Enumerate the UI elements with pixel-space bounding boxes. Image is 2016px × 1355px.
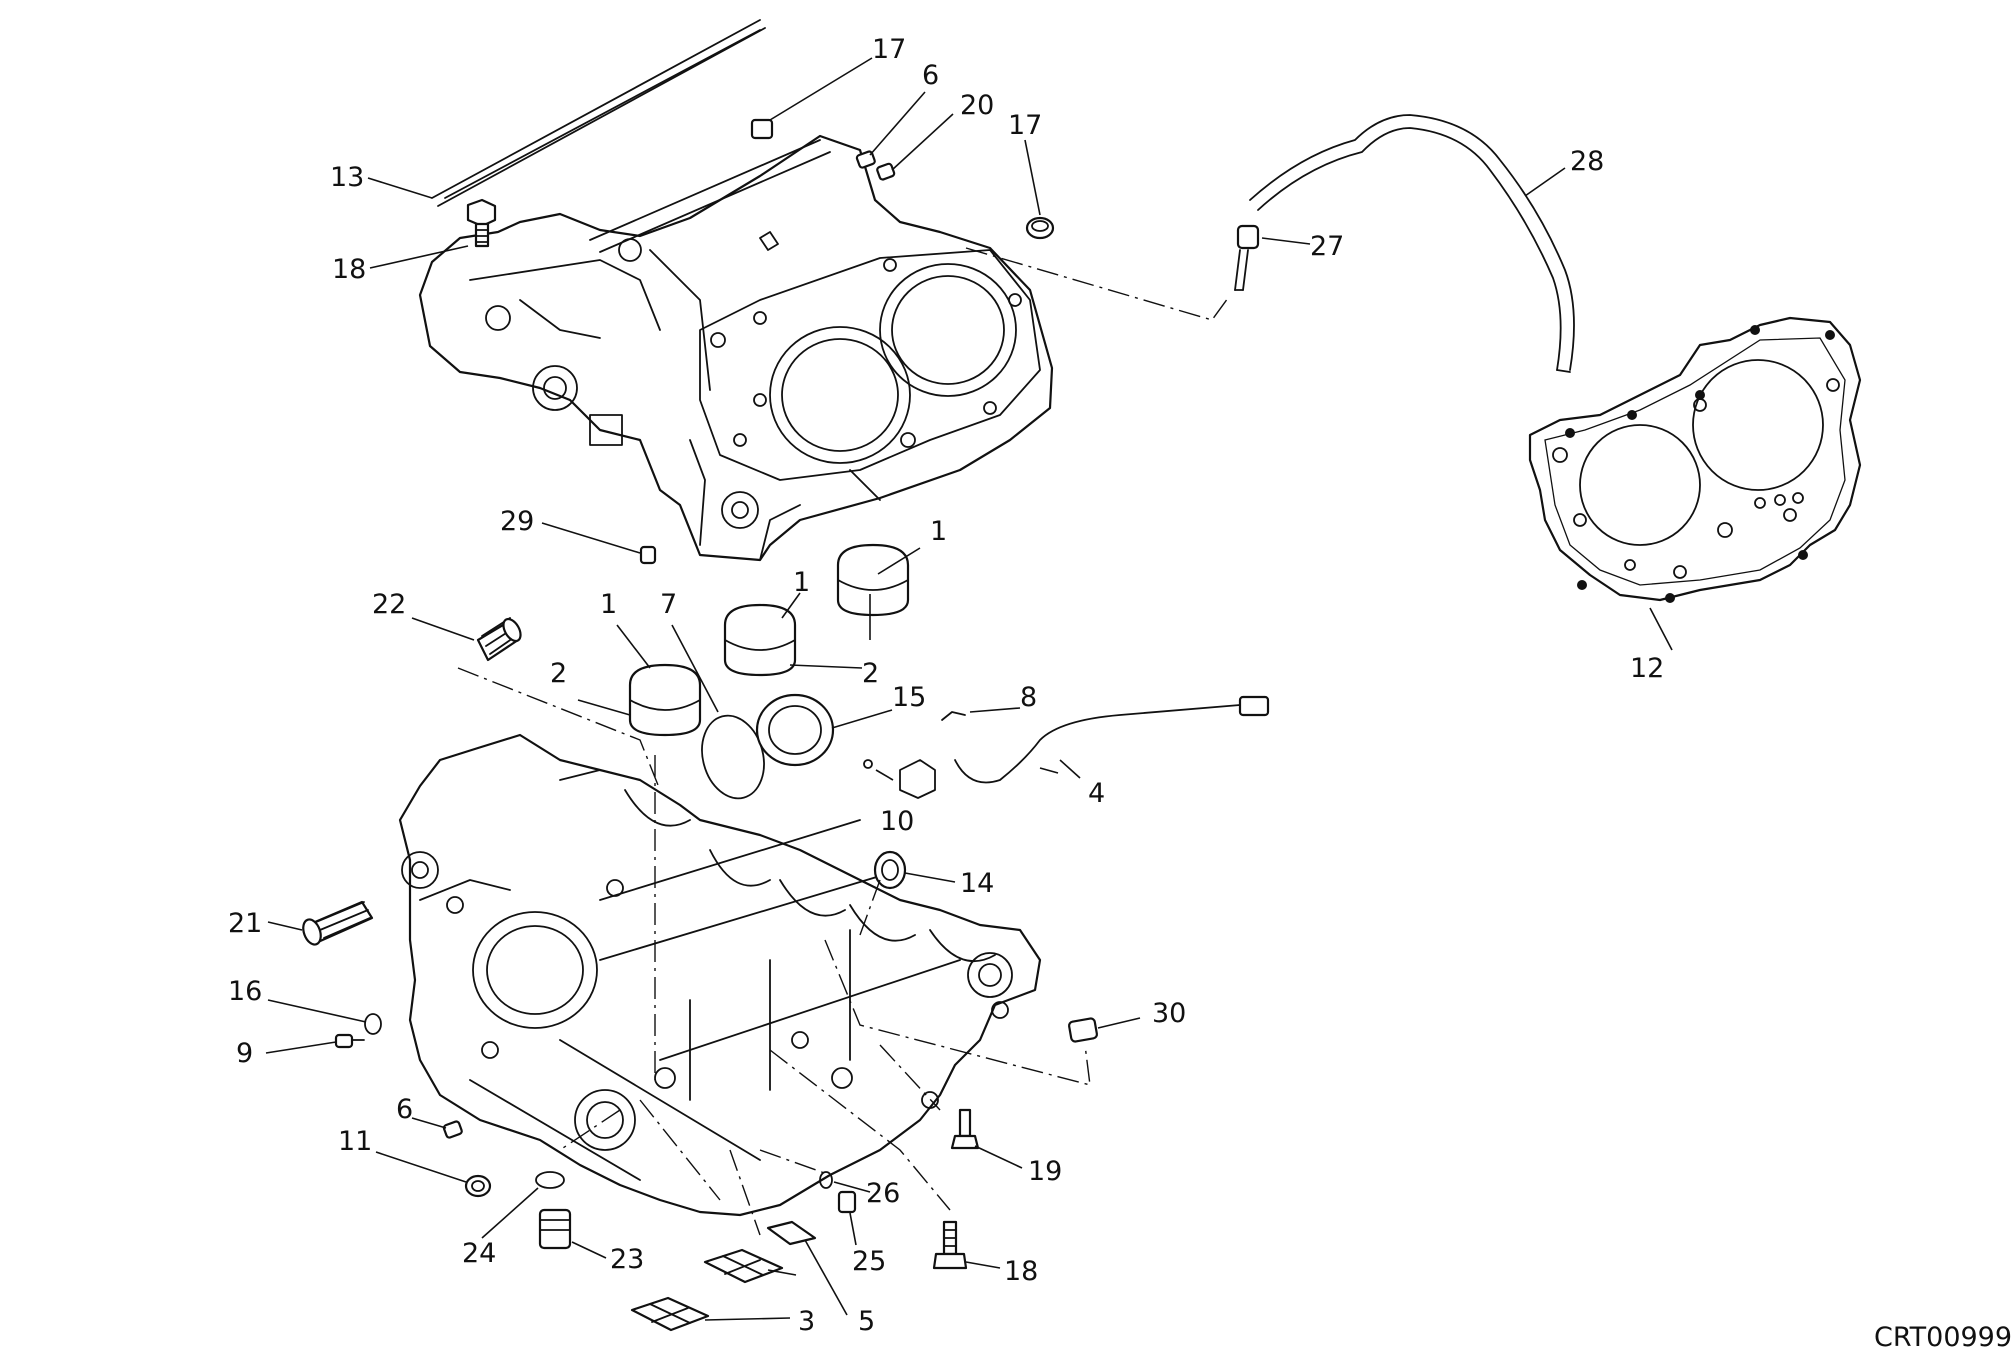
gasket-5 xyxy=(766,1220,817,1246)
plug-11 xyxy=(464,1174,492,1198)
callout-19: 19 xyxy=(1028,1156,1062,1187)
hose-fitting xyxy=(1234,224,1260,291)
callout-2-mid: 2 xyxy=(862,658,879,689)
callout-14: 14 xyxy=(960,868,994,899)
callout-29: 29 xyxy=(500,506,534,537)
sealing-strip xyxy=(431,19,766,207)
callout-23: 23 xyxy=(610,1244,644,1275)
washer-16 xyxy=(364,1013,382,1035)
bolt-18-bottom xyxy=(932,1220,968,1270)
cylinder-head-gasket xyxy=(1528,316,1862,603)
plug-17-right xyxy=(1025,216,1055,240)
callout-13: 13 xyxy=(330,162,364,193)
callout-1-right: 1 xyxy=(930,516,947,547)
callout-4: 4 xyxy=(1088,778,1105,809)
plug-25 xyxy=(837,1190,857,1214)
callout-16: 16 xyxy=(228,976,262,1007)
callout-6-bottom: 6 xyxy=(396,1094,413,1125)
callout-21: 21 xyxy=(228,908,262,939)
callout-10: 10 xyxy=(880,806,914,837)
callout-9: 9 xyxy=(236,1038,253,1069)
dowel-6-bottom xyxy=(442,1120,463,1139)
callout-12: 12 xyxy=(1630,653,1664,684)
callout-6-top: 6 xyxy=(922,60,939,91)
oil-screen-lower xyxy=(630,1296,710,1332)
callout-3: 3 xyxy=(798,1306,815,1337)
assembly-lines xyxy=(457,247,1229,1236)
oil-screen-upper xyxy=(703,1248,784,1284)
plug-23 xyxy=(538,1208,572,1250)
callout-11: 11 xyxy=(338,1126,372,1157)
o-ring-24 xyxy=(535,1171,565,1189)
bearing-shell-left xyxy=(628,663,702,737)
plug-22 xyxy=(476,617,522,662)
sensor-cable xyxy=(863,695,1270,799)
upper-crankcase-half xyxy=(418,134,1054,562)
callout-20: 20 xyxy=(960,90,994,121)
callout-5: 5 xyxy=(858,1306,875,1337)
oil-seal-15 xyxy=(755,693,835,767)
plug-17-top xyxy=(750,118,774,140)
bolt-19 xyxy=(950,1108,980,1150)
callout-labels: 13 18 17 6 20 17 28 27 29 1 22 1 7 1 2 2… xyxy=(228,34,1664,1337)
breather-hose xyxy=(1249,114,1575,373)
callout-1-mid: 1 xyxy=(793,567,810,598)
bolt-18-top xyxy=(466,198,497,248)
dowel-20 xyxy=(876,162,896,181)
lower-crankcase-half xyxy=(398,733,1042,1217)
callout-18-top: 18 xyxy=(332,254,366,285)
plug-21 xyxy=(302,900,374,946)
callout-28: 28 xyxy=(1570,146,1604,177)
callout-25: 25 xyxy=(852,1246,886,1277)
leader-lines xyxy=(265,57,1673,1321)
callout-30: 30 xyxy=(1152,998,1186,1029)
callout-26: 26 xyxy=(866,1178,900,1209)
callout-8: 8 xyxy=(1020,682,1037,713)
callout-17-top: 17 xyxy=(872,34,906,65)
callout-24: 24 xyxy=(462,1238,496,1269)
dowel-6-top xyxy=(855,150,876,169)
callout-17-right: 17 xyxy=(1008,110,1042,141)
callout-2-left: 2 xyxy=(550,658,567,689)
bearing-shell-mid xyxy=(723,603,797,677)
callout-18-bottom: 18 xyxy=(1004,1256,1038,1287)
seal-14 xyxy=(873,850,907,890)
spacer-30 xyxy=(1067,1017,1099,1043)
callout-27: 27 xyxy=(1310,231,1344,262)
o-ring-26 xyxy=(819,1171,833,1189)
screw-9 xyxy=(334,1033,365,1049)
dowel-29 xyxy=(639,545,657,565)
bearing-shell-right xyxy=(836,543,910,617)
callout-22: 22 xyxy=(372,589,406,620)
drawing-code: CRT00999 xyxy=(1874,1322,2012,1353)
callout-1-left: 1 xyxy=(600,589,617,620)
callout-7: 7 xyxy=(660,589,677,620)
callout-15: 15 xyxy=(892,682,926,713)
